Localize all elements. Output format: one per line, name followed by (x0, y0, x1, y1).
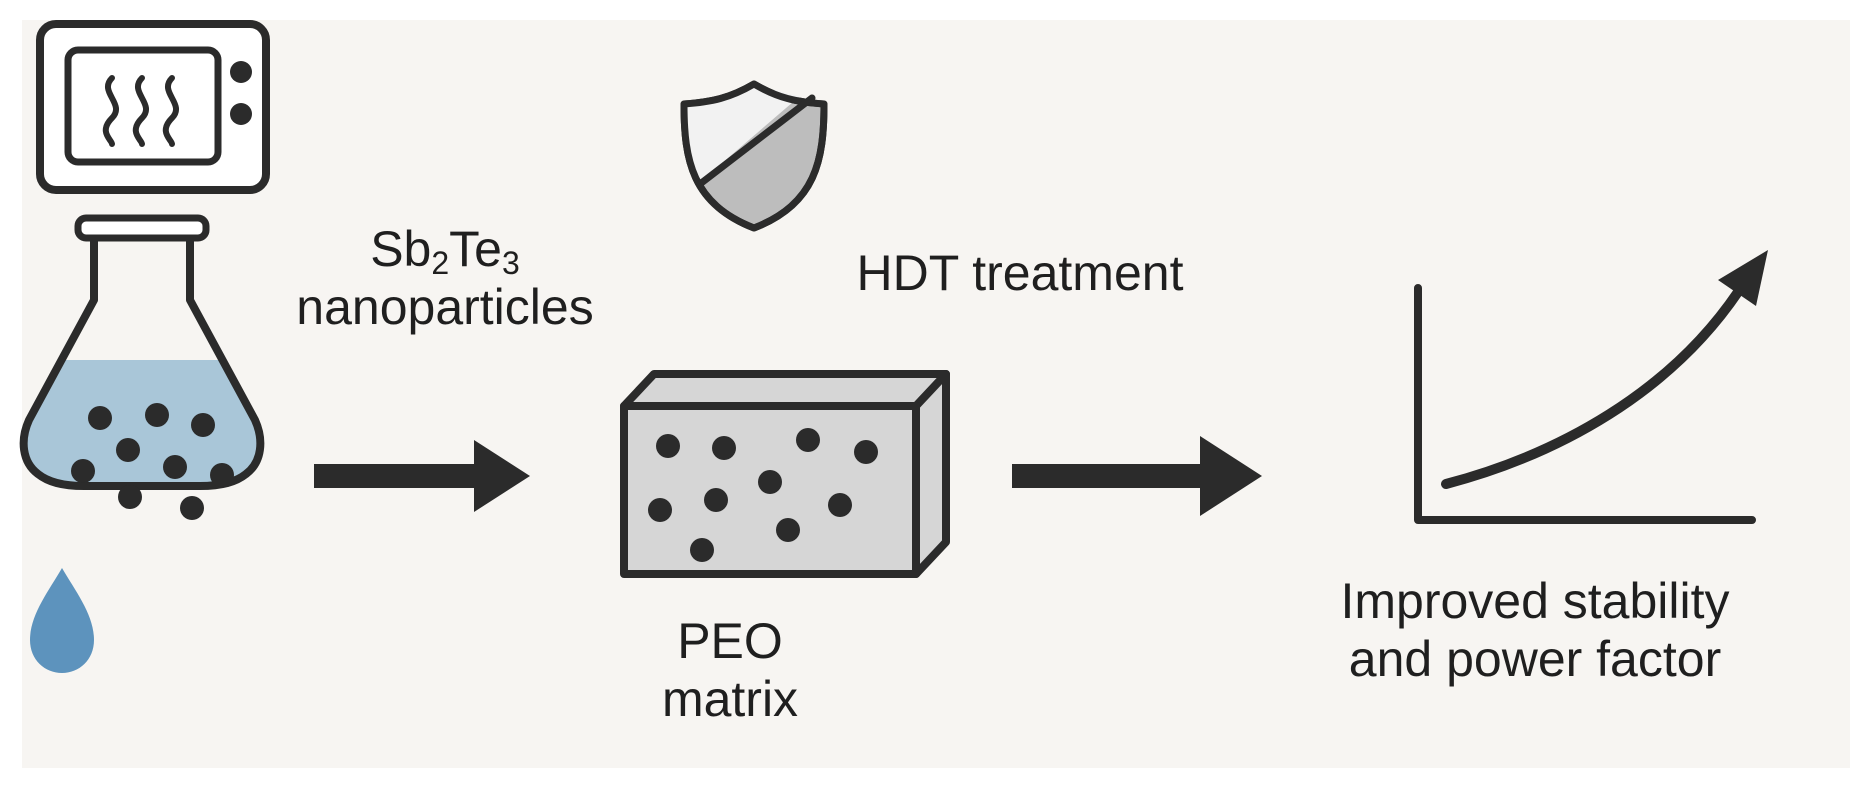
arrow-2 (1012, 436, 1262, 516)
nanoparticles-label: Sb2Te3 nanoparticles (245, 220, 645, 336)
result-line-1: Improved stability (1340, 573, 1730, 629)
arrow-1 (314, 440, 530, 512)
sb2te3-formula: Sb2Te3 (245, 220, 645, 281)
erlenmeyer-flask-icon (19, 214, 265, 520)
formula-sb: Sb (370, 221, 432, 277)
formula-sub-2: 2 (431, 245, 450, 281)
formula-te: Te (449, 221, 502, 277)
water-drop-icon (30, 568, 94, 673)
peo-line-2: matrix (661, 671, 799, 727)
nanoparticles-word: nanoparticles (296, 279, 594, 335)
shield-icon (680, 80, 828, 232)
result-label: Improved stability and power factor (1265, 572, 1805, 688)
rising-curve-graph-icon (1414, 250, 1768, 524)
result-line-2: and power factor (1348, 631, 1722, 687)
peo-matrix-label: PEO matrix (600, 612, 860, 728)
hdt-treatment-label: HDT treatment (856, 245, 1184, 301)
peo-line-1: PEO (677, 613, 783, 669)
formula-sub-3: 3 (501, 245, 520, 281)
composite-block-icon (620, 370, 950, 578)
microwave-oven-icon (36, 20, 270, 194)
